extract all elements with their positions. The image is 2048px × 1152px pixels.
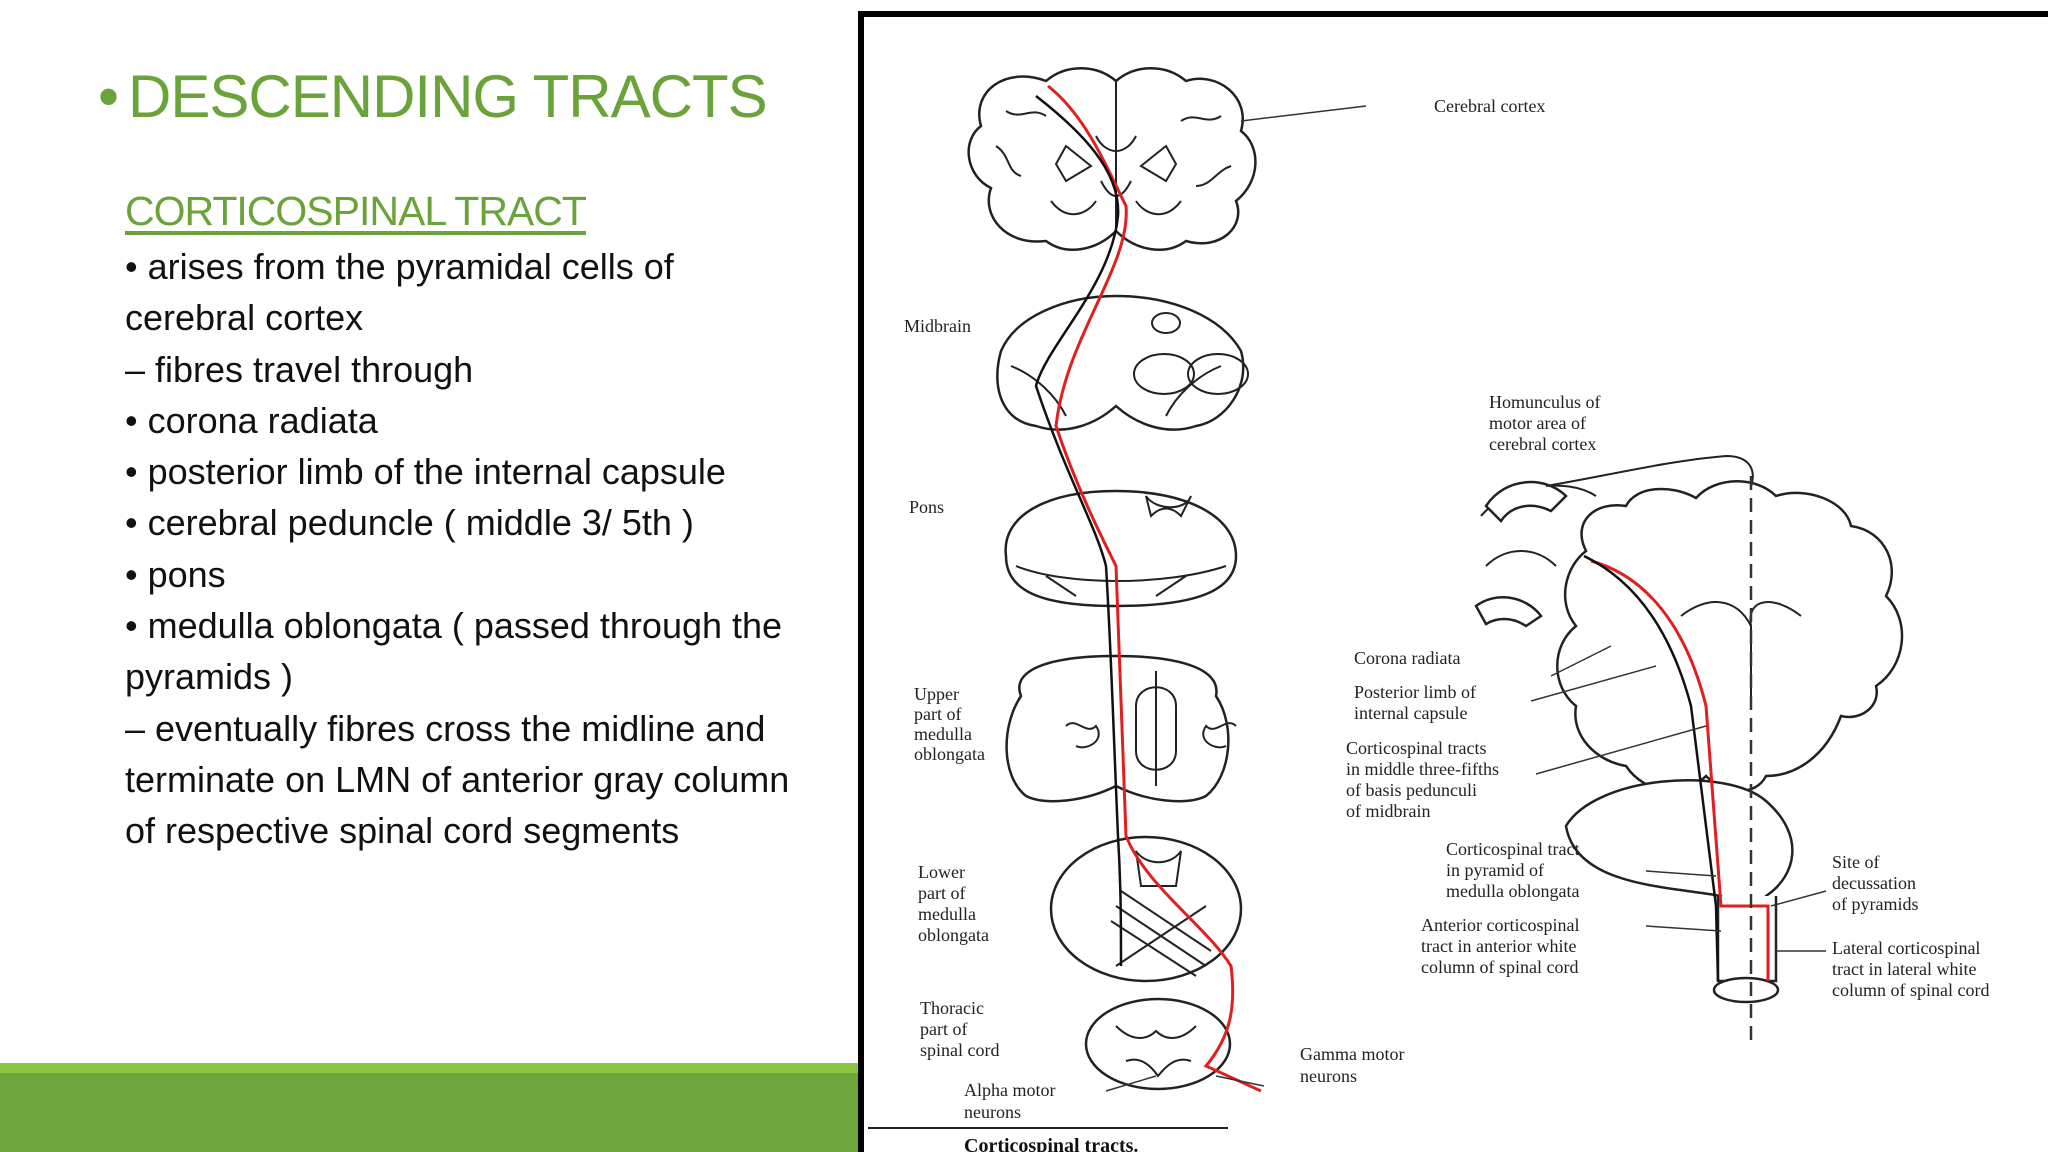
label-gamma-motor: Gamma motor neurons: [1300, 1044, 1404, 1086]
body-line: pyramids ): [125, 656, 294, 698]
body-line: • posterior limb of the internal capsule: [125, 451, 726, 493]
svg-text:decussation: decussation: [1832, 873, 1916, 893]
body-line: cerebral cortex: [125, 297, 364, 339]
label-pyramid: Corticospinal tract in pyramid of medull…: [1446, 839, 1579, 901]
pons-section: [1004, 489, 1238, 608]
label-lower-medulla: Lower part of medulla oblongata: [918, 862, 989, 945]
svg-text:part of: part of: [918, 883, 965, 903]
label-cerebral-cortex: Cerebral cortex: [1434, 96, 1545, 116]
svg-text:medulla oblongata: medulla oblongata: [1446, 881, 1579, 901]
svg-text:of pyramids: of pyramids: [1832, 894, 1918, 914]
svg-text:in middle three-fifths: in middle three-fifths: [1346, 759, 1499, 779]
overview-tract-black: [1583, 554, 1720, 982]
label-alpha-motor: Alpha motor neurons: [964, 1080, 1056, 1122]
svg-text:oblongata: oblongata: [918, 925, 989, 945]
body-line: of respective spinal cord segments: [125, 810, 680, 852]
svg-text:Thoracic: Thoracic: [920, 998, 984, 1018]
svg-text:Gamma motor: Gamma motor: [1300, 1044, 1404, 1064]
svg-text:oblongata: oblongata: [914, 744, 985, 764]
section-subheading: CORTICOSPINAL TRACT: [125, 188, 587, 234]
label-anterior-corticospinal: Anterior corticospinal tract in anterior…: [1421, 915, 1579, 977]
figure-caption: Corticospinal tracts.: [964, 1135, 1138, 1152]
footer-accent-bar: [0, 1063, 862, 1073]
body-line: • medulla oblongata ( passed through the: [125, 605, 783, 647]
svg-text:Corticospinal tracts: Corticospinal tracts: [1346, 738, 1486, 758]
svg-text:Site of: Site of: [1832, 852, 1880, 872]
svg-text:of basis pedunculi: of basis pedunculi: [1346, 780, 1477, 800]
body-line: • cerebral peduncle ( middle 3/ 5th ): [125, 502, 694, 544]
lower-medulla-section: [1049, 835, 1243, 983]
svg-text:tract in anterior white: tract in anterior white: [1421, 936, 1576, 956]
body-line: – eventually fibres cross the midline an…: [125, 707, 766, 749]
svg-text:Posterior limb of: Posterior limb of: [1354, 682, 1476, 702]
svg-text:spinal cord: spinal cord: [920, 1040, 999, 1060]
label-homunculus: Homunculus of motor area of cerebral cor…: [1489, 392, 1601, 454]
brain-coronal-section: [967, 67, 1257, 251]
label-lateral-corticospinal: Lateral corticospinal tract in lateral w…: [1832, 938, 1989, 1000]
slide-body: CORTICOSPINAL TRACT • arises from the py…: [125, 188, 865, 857]
corticospinal-tract-red: [1047, 84, 1262, 1093]
upper-medulla-section: [1005, 654, 1237, 803]
body-line: terminate on LMN of anterior gray column: [125, 758, 790, 800]
svg-text:neurons: neurons: [964, 1102, 1021, 1122]
title-bullet: •: [98, 63, 119, 130]
svg-text:Lateral corticospinal: Lateral corticospinal: [1832, 938, 1980, 958]
body-line: • corona radiata: [125, 399, 378, 441]
corticospinal-figure: Cerebral cortex Midbrain Pons Upper part…: [858, 11, 2048, 1152]
label-corticospinal-midbrain: Corticospinal tracts in middle three-fif…: [1346, 738, 1499, 821]
midbrain-section: [996, 294, 1249, 431]
svg-text:motor area of: motor area of: [1489, 413, 1586, 433]
label-corona-radiata: Corona radiata: [1354, 648, 1460, 668]
svg-text:part of: part of: [920, 1019, 967, 1039]
label-decussation: Site of decussation of pyramids: [1832, 852, 1918, 914]
label-posterior-limb: Posterior limb of internal capsule: [1354, 682, 1476, 723]
slide-title: •DESCENDING TRACTS: [98, 62, 768, 131]
svg-text:Homunculus of: Homunculus of: [1489, 392, 1601, 412]
svg-text:medulla: medulla: [918, 904, 976, 924]
svg-text:tract in lateral white: tract in lateral white: [1832, 959, 1976, 979]
svg-text:Alpha motor: Alpha motor: [964, 1080, 1056, 1100]
svg-text:Lower: Lower: [918, 862, 965, 882]
overview-tract-red: [1590, 559, 1770, 981]
svg-text:cerebral cortex: cerebral cortex: [1489, 434, 1596, 454]
title-text: DESCENDING TRACTS: [128, 63, 768, 130]
svg-text:of midbrain: of midbrain: [1346, 801, 1430, 821]
label-thoracic: Thoracic part of spinal cord: [920, 998, 999, 1060]
svg-text:in pyramid of: in pyramid of: [1446, 860, 1544, 880]
svg-text:part of: part of: [914, 704, 961, 724]
label-upper-medulla: Upper part of medulla oblongata: [914, 684, 985, 764]
leader-lines: [1105, 105, 1827, 1092]
body-line: – fibres travel through: [125, 348, 474, 390]
label-midbrain: Midbrain: [904, 316, 971, 336]
svg-text:Anterior corticospinal: Anterior corticospinal: [1421, 915, 1579, 935]
corticospinal-diagram: Cerebral cortex Midbrain Pons Upper part…: [868, 67, 1989, 1152]
svg-text:Upper: Upper: [914, 684, 959, 704]
svg-text:medulla: medulla: [914, 724, 972, 744]
body-line: • arises from the pyramidal cells of: [125, 246, 674, 287]
svg-text:column of spinal cord: column of spinal cord: [1421, 957, 1578, 977]
svg-text:internal capsule: internal capsule: [1354, 703, 1467, 723]
svg-text:Corticospinal tract: Corticospinal tract: [1446, 839, 1579, 859]
svg-text:column of spinal cord: column of spinal cord: [1832, 980, 1989, 1000]
label-pons: Pons: [909, 497, 944, 517]
corticospinal-tract-black: [1034, 95, 1123, 967]
overview-brain-diagram: [1474, 454, 1904, 1004]
footer-bar: [0, 1073, 862, 1152]
thoracic-cord-section: [1084, 997, 1232, 1091]
body-line: • pons: [125, 553, 226, 595]
svg-text:neurons: neurons: [1300, 1066, 1357, 1086]
